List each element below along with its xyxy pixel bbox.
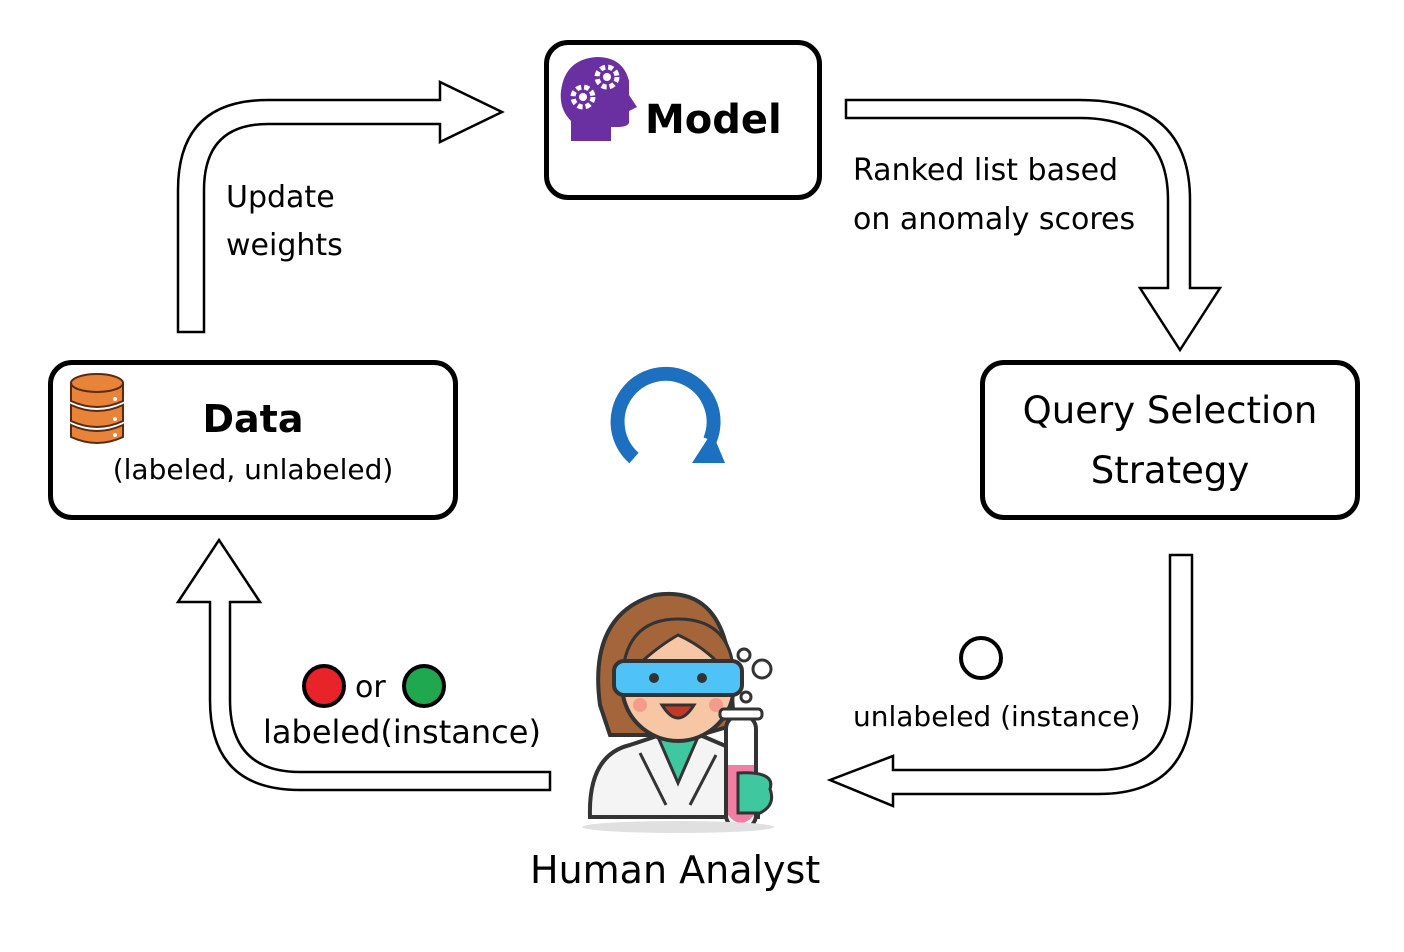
human-analyst-label: Human Analyst [530,848,821,892]
update-weights-label-line2: weights [226,228,343,263]
arrow-model-to-query [844,98,1223,353]
query-title-line2: Strategy [1090,449,1250,492]
database-icon [70,373,124,444]
update-weights-label-line1: Update [226,180,335,215]
data-box: Data (labeled, unlabeled) [48,360,458,520]
data-subtitle: (labeled, unlabeled) [112,453,394,486]
ranked-list-label-line1: Ranked list based [853,153,1119,188]
model-title: Model [645,97,782,143]
query-strategy-box: Query Selection Strategy [980,360,1360,520]
model-box: Model [544,40,822,200]
arrow-analyst-to-data [175,537,552,792]
or-label: or [355,670,386,705]
unlabeled-marker-icon [959,636,1003,680]
arrow-query-to-analyst [826,553,1194,808]
unlabeled-instance-label: unlabeled (instance) [853,700,1141,733]
red-marker-icon [302,664,346,708]
scientist-icon [582,591,774,833]
labeled-instance-label: labeled(instance) [263,713,541,751]
query-title-line1: Query Selection [1022,389,1318,432]
green-marker-icon [402,664,446,708]
data-title: Data [202,397,304,441]
ranked-list-label-line2: on anomaly scores [853,202,1136,237]
cycle-arrow-icon [610,366,725,464]
arrow-data-to-model [176,80,505,334]
head-gears-icon [560,57,637,141]
